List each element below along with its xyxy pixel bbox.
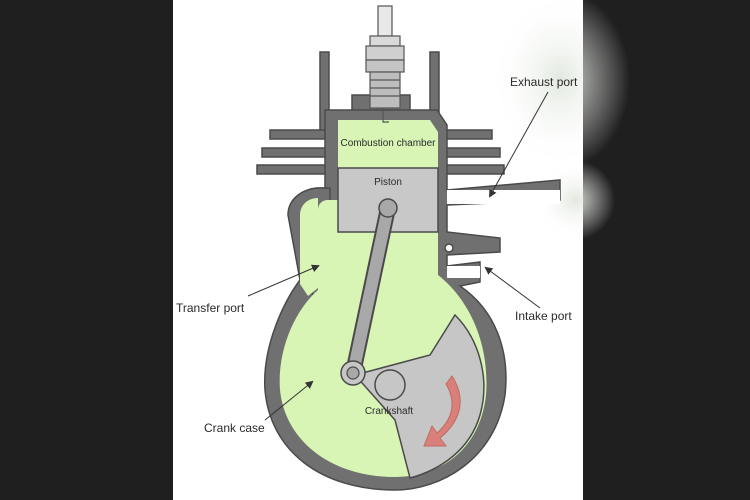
piston-label: Piston [374, 177, 402, 188]
spark-plug-icon [365, 5, 405, 123]
engine-walls [256, 51, 505, 175]
exhaust-haze [490, 0, 630, 170]
intake-port-channel [447, 266, 480, 278]
leader-lines [247, 91, 549, 421]
combustion-chamber-label: Combustion chamber [340, 138, 436, 149]
crankshaft-label: Crankshaft [365, 406, 414, 417]
crankshaft-disk [353, 313, 485, 479]
transfer-port-label: Transfer port [176, 301, 245, 315]
connecting-rod [340, 198, 398, 386]
exhaust-port-channel [447, 190, 560, 204]
crankshaft-hub [374, 369, 406, 401]
intake-valve [444, 243, 454, 253]
exhaust-port-label: Exhaust port [510, 75, 578, 89]
rotation-arrow-icon [423, 375, 461, 447]
intake-port-label: Intake port [515, 309, 572, 323]
crank-case-label: Crank case [204, 421, 265, 435]
